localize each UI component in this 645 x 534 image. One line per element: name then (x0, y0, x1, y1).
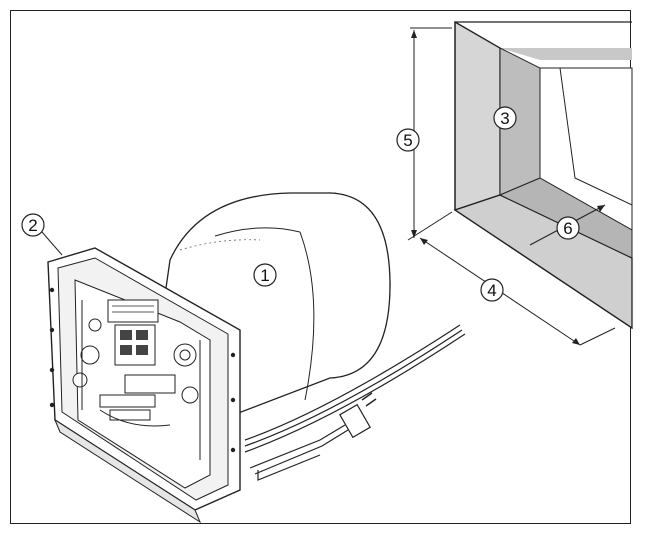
callout-6: 6 (556, 216, 580, 240)
callout-6-label: 6 (563, 219, 572, 238)
wall-cutout (453, 20, 633, 330)
callout-1: 1 (253, 263, 277, 287)
callout-4: 4 (480, 278, 504, 302)
callout-5: 5 (396, 128, 420, 152)
cables (244, 324, 466, 481)
callout-2-label: 2 (28, 216, 37, 235)
callout-3: 3 (493, 106, 517, 130)
callout-1-label: 1 (260, 266, 269, 285)
callout-4-label: 4 (487, 281, 496, 300)
internal-components (72, 299, 201, 460)
callout-5-label: 5 (403, 131, 412, 150)
callout-2: 2 (21, 213, 63, 256)
callout-3-label: 3 (500, 109, 509, 128)
